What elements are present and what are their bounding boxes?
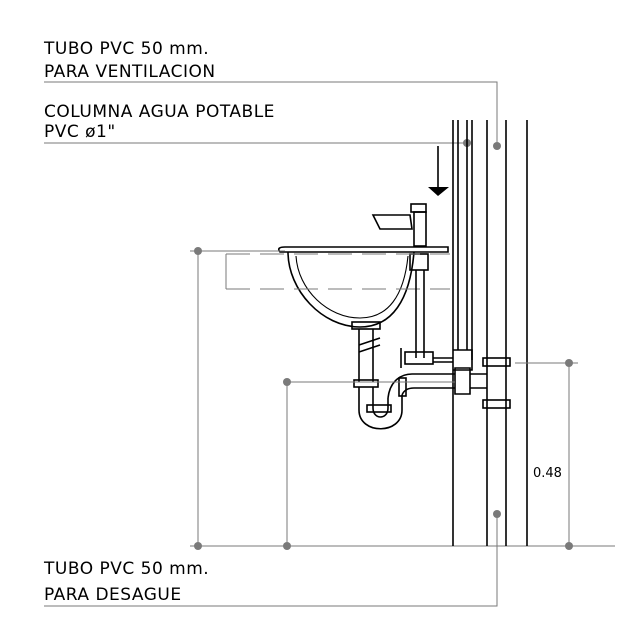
dimension-basin-height [190, 247, 285, 550]
vent-label-line1: TUBO PVC 50 mm. [43, 39, 209, 59]
trap-bend-inner [372, 387, 389, 418]
column-fittings [482, 357, 511, 409]
column-coupling-upper [482, 357, 511, 367]
vent-leader [44, 81, 498, 146]
trap-arm-nut [398, 377, 407, 397]
vent-label-line2: PARA VENTILACION [44, 62, 216, 82]
basin-drain-flange [351, 321, 381, 330]
trap-nut-lower [366, 404, 392, 413]
dimension-label: 0.48 [533, 466, 562, 481]
trap-slip-nut [353, 379, 379, 388]
leader-lines [44, 81, 501, 607]
basin-bowl-inner [295, 255, 409, 319]
wall-pipes [452, 120, 528, 546]
angle-valve [400, 348, 473, 371]
faucet-handle [410, 203, 427, 213]
dimension-valve-height: 0.48 [515, 359, 578, 550]
trap-arm-top [387, 373, 455, 399]
faucet-spout [371, 214, 413, 230]
trap-arm-bottom [401, 387, 455, 396]
wall-flange [454, 367, 471, 395]
drain-label-line1: TUBO PVC 50 mm. [43, 559, 209, 579]
faucet-body [413, 211, 427, 247]
washbasin [278, 246, 449, 330]
p-trap [353, 329, 487, 430]
vent-leader-dot [493, 142, 501, 150]
basin-hidden-outline [225, 253, 450, 290]
arrow-head-icon [428, 187, 449, 196]
drain-leader-dot [493, 510, 501, 518]
drain-label-line2: PARA DESAGUE [44, 585, 182, 605]
water-label-line2: PVC ø1" [44, 122, 116, 142]
basin-bowl-outer [287, 251, 415, 328]
water-label-line1: COLUMNA AGUA POTABLE [44, 102, 275, 122]
dimension-drain-height [283, 378, 455, 550]
valve-tee-fitting [453, 349, 473, 371]
trap-bend-outer [358, 387, 403, 430]
column-coupling-lower [482, 399, 511, 409]
drain-leader [44, 514, 498, 607]
faucet [371, 203, 427, 247]
angle-valve-body [404, 351, 434, 365]
water-flow-arrow [428, 146, 449, 196]
supply-line [415, 270, 425, 358]
basin-rim [278, 246, 449, 253]
